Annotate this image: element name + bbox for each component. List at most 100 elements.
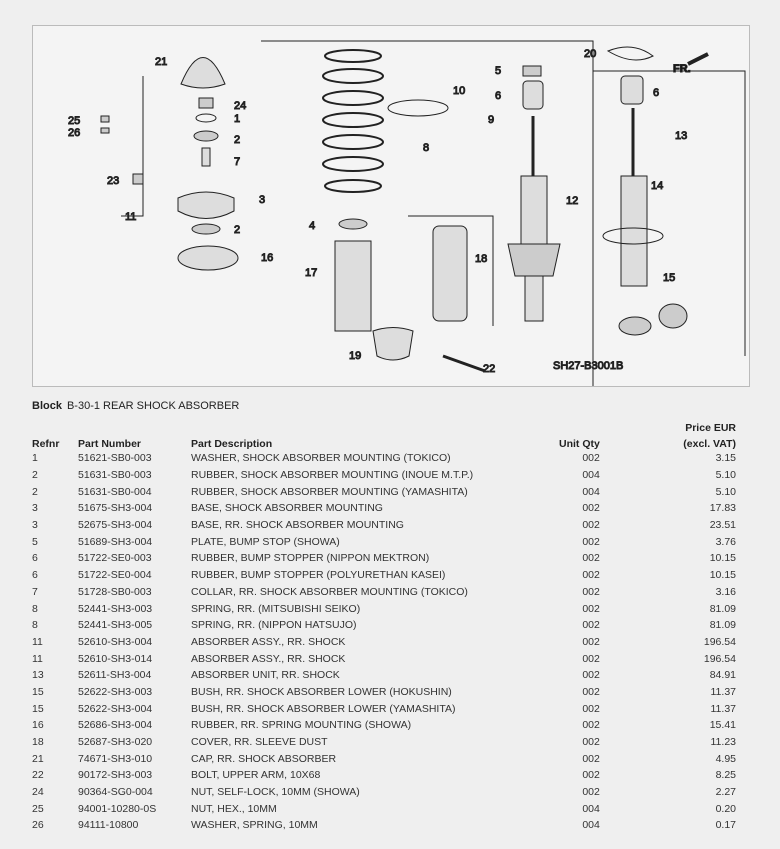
callout: 5: [495, 65, 501, 77]
table-row[interactable]: 6 51722-SE0-003 RUBBER, BUMP STOPPER (NIPP…: [28, 550, 740, 567]
description-cell: COLLAR, RR. SHOCK ABSORBER MOUNTING (TOK…: [191, 585, 468, 598]
callout: 21: [155, 56, 167, 68]
price-cell: 5.10: [715, 469, 736, 482]
refnr-cell: 2: [32, 469, 38, 482]
part-number-cell[interactable]: 51631-SB0-004: [78, 485, 152, 498]
price-cell: 10.15: [709, 552, 736, 565]
part-number-cell[interactable]: 52610-SH3-014: [78, 652, 153, 665]
part-number-cell[interactable]: 90172-SH3-003: [78, 769, 153, 782]
part-number-cell[interactable]: 52687-SH3-020: [78, 736, 153, 749]
callout: 9: [488, 114, 494, 126]
unit-qty-cell: 002: [582, 569, 600, 582]
part-number-cell[interactable]: 90364-SG0-004: [78, 786, 153, 799]
callout: 25: [68, 115, 80, 127]
callout: 12: [566, 195, 578, 207]
price-cell: 196.54: [703, 652, 736, 665]
callout: 4: [309, 220, 315, 232]
description-cell: PLATE, BUMP STOP (SHOWA): [191, 535, 340, 548]
description-cell: CAP, RR. SHOCK ABSORBER: [191, 752, 337, 765]
callout: 7: [234, 156, 240, 168]
refnr-cell: 26: [32, 819, 44, 832]
description-cell: NUT, SELF-LOCK, 10MM (SHOWA): [191, 786, 360, 799]
price-cell: 0.20: [715, 802, 736, 815]
description-cell: ABSORBER ASSY., RR. SHOCK: [191, 652, 346, 665]
price-cell: 196.54: [703, 635, 736, 648]
refnr-cell: 16: [32, 719, 44, 732]
part-number-cell[interactable]: 74671-SH3-010: [78, 752, 153, 765]
part-number-cell[interactable]: 52675-SH3-004: [78, 519, 153, 532]
diagram-code: SH27-B3001B: [553, 360, 623, 372]
part-number-cell[interactable]: 51689-SH3-004: [78, 535, 153, 548]
part-number-cell[interactable]: 51631-SB0-003: [78, 469, 152, 482]
description-header: Part Description: [191, 438, 273, 450]
block-label: Block: [32, 400, 62, 412]
part-number-cell[interactable]: 51621-SB0-003: [78, 452, 152, 465]
callout: 2: [234, 134, 240, 146]
part-number-cell[interactable]: 52622-SH3-004: [78, 702, 153, 715]
part-number-cell[interactable]: 51675-SH3-004: [78, 502, 153, 515]
unit-qty-cell: 002: [582, 786, 600, 799]
part-number-cell[interactable]: 52686-SH3-004: [78, 719, 153, 732]
price-cell: 0.17: [715, 819, 736, 832]
callout: 24: [234, 100, 246, 112]
description-cell: RUBBER, BUMP STOPPER (NIPPON MEKTRON): [191, 552, 430, 565]
unit-qty-cell: 002: [582, 652, 600, 665]
part-number-cell[interactable]: 52610-SH3-004: [78, 635, 153, 648]
unit-qty-cell: 004: [582, 469, 600, 482]
callout: 11: [125, 211, 136, 223]
part-number-cell[interactable]: 52611-SH3-004: [78, 669, 152, 682]
unit-qty-cell: 002: [582, 619, 600, 632]
description-cell: WASHER, SHOCK ABSORBER MOUNTING (TOKICO): [191, 452, 451, 465]
unit-qty-cell: 002: [582, 502, 600, 515]
refnr-cell: 8: [32, 619, 38, 632]
unit-qty-cell: 002: [582, 452, 600, 465]
description-cell: BUSH, RR. SHOCK ABSORBER LOWER (YAMASHIT…: [191, 702, 456, 715]
description-cell: ABSORBER ASSY., RR. SHOCK: [191, 635, 346, 648]
price-cell: 11.37: [710, 685, 737, 698]
refnr-cell: 6: [32, 552, 38, 565]
callout: 6: [495, 90, 501, 102]
description-cell: WASHER, SPRING, 10MM: [191, 819, 318, 832]
part-number-cell[interactable]: 94111-10800: [78, 819, 139, 832]
price-cell: 11.23: [710, 736, 737, 749]
callout: 23: [107, 175, 119, 187]
part-number-cell[interactable]: 52441-SH3-003: [78, 602, 153, 615]
unit-qty-cell: 002: [582, 752, 600, 765]
callout: 14: [651, 180, 663, 192]
unit-qty-cell: 002: [582, 519, 600, 532]
part-number-cell[interactable]: 52441-SH3-005: [78, 619, 153, 632]
price-cell: 81.09: [709, 602, 736, 615]
part-number-cell[interactable]: 51722-SE0-004: [78, 569, 152, 582]
exploded-view-drawing: 21 24 1 25 26 2 7 23 3 11 2 16 4 17 8 10…: [68, 40, 746, 386]
part-number-cell[interactable]: 94001-10280-0S: [78, 802, 157, 815]
price-cell: 15.41: [709, 719, 736, 732]
callout: 26: [68, 127, 80, 139]
part-number-cell[interactable]: 51722-SE0-003: [78, 552, 152, 565]
description-cell: SPRING, RR. (MITSUBISHI SEIKO): [191, 602, 361, 615]
part-number-cell[interactable]: 52622-SH3-003: [78, 685, 153, 698]
part-number-cell[interactable]: 51728-SB0-003: [78, 585, 152, 598]
price-cell: 84.91: [709, 669, 736, 682]
